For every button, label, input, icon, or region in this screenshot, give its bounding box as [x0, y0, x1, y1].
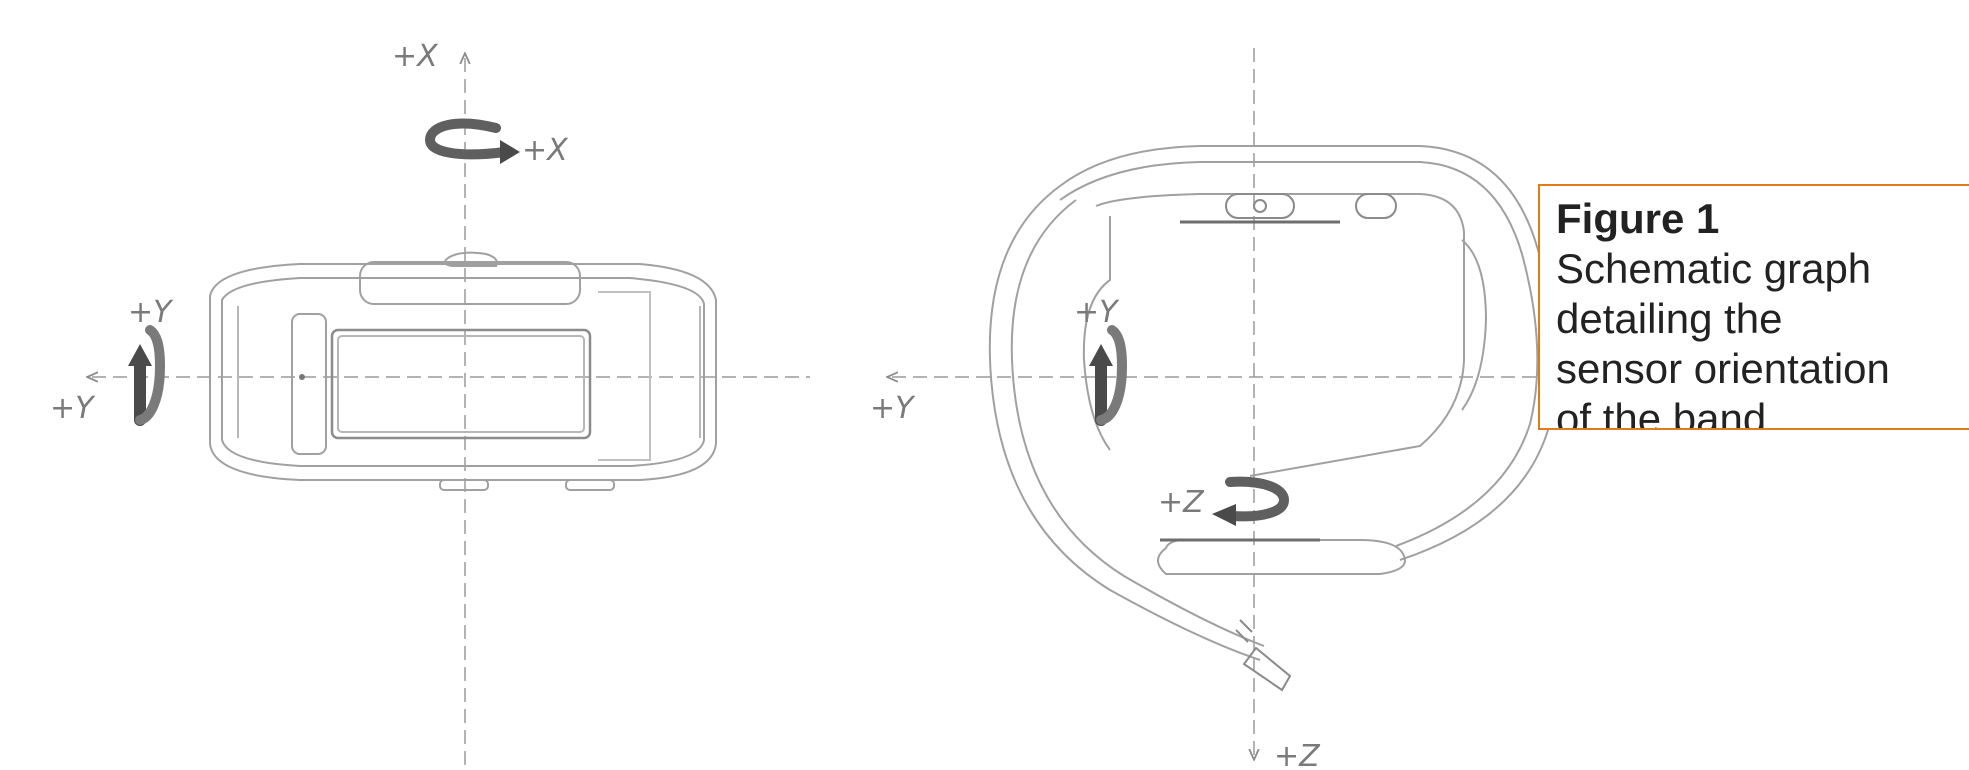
right-band-view: +Y +Y +Z +Z	[870, 48, 1556, 770]
right-band-drawing	[988, 145, 1556, 692]
left-x-rotation-label: +X	[522, 133, 569, 168]
right-y-axis-label: +Y	[870, 391, 916, 426]
left-x-rotation-arrow	[424, 118, 520, 164]
left-y-rotation-arrow	[128, 325, 166, 426]
left-y-axis-label: +Y	[50, 391, 96, 426]
figure-caption-box: Figure 1 Schematic graph detailing the s…	[1538, 184, 1969, 430]
left-band-view: +X +X +Y +Y	[50, 39, 810, 770]
right-z-rotation-arrow	[1212, 476, 1290, 526]
figure-caption-title: Figure 1	[1556, 195, 1720, 242]
left-band-drawing	[209, 251, 717, 491]
right-z-axis-label: +Z	[1274, 739, 1321, 770]
left-x-axis-label: +X	[392, 39, 439, 74]
figure-caption-text: Schematic graph detailing the sensor ori…	[1556, 245, 1890, 430]
right-y-rotation-arrow	[1089, 325, 1128, 426]
right-z-rotation-label: +Z	[1158, 485, 1205, 520]
right-y-rotation-label: +Y	[1074, 295, 1120, 330]
left-y-rotation-label: +Y	[128, 295, 174, 330]
